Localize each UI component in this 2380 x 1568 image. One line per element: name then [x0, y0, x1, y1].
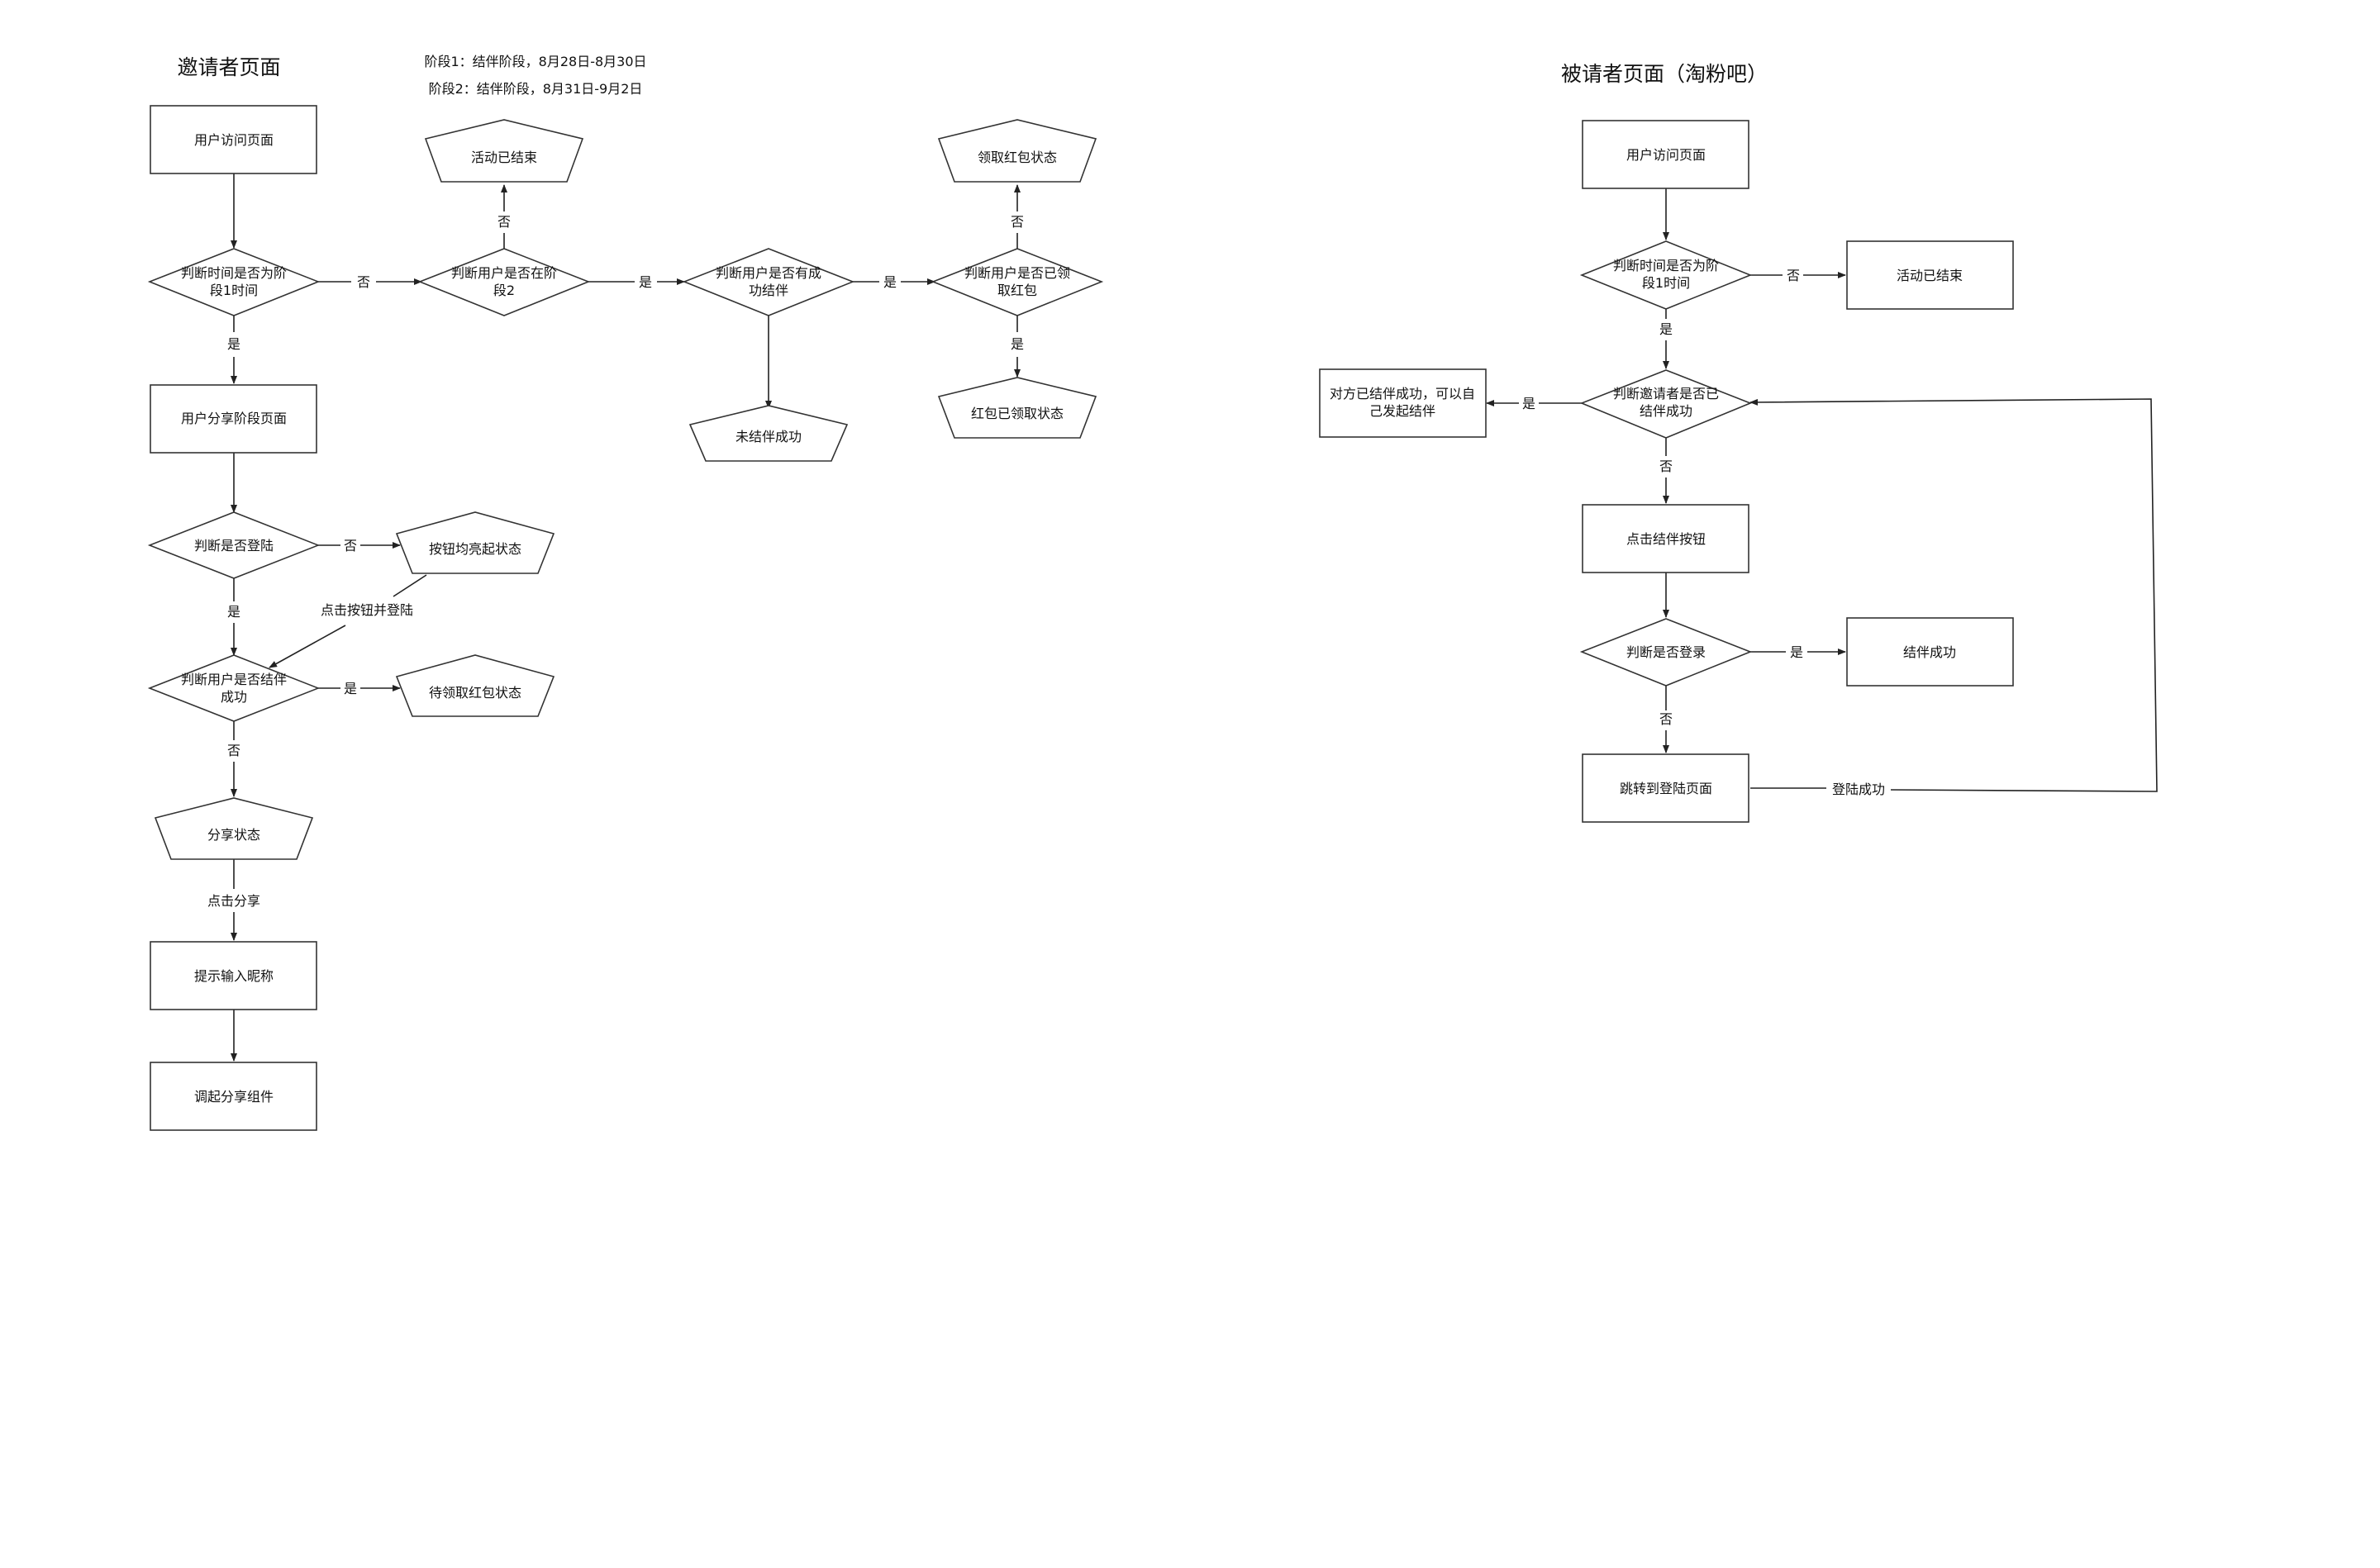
node-r-click-partner-button	[1582, 504, 1749, 573]
node-activity-ended	[424, 119, 584, 183]
node-nickname-prompt	[150, 941, 317, 1010]
node-not-partnered-label: 未结伴成功	[735, 429, 802, 444]
label-partner-yes: 是	[344, 681, 357, 696]
node-check-partner-label: 判断用户是否结伴成功	[181, 672, 287, 705]
invitee-nodes: 用户访问页面 判断时间是否为阶段1时间 判断用户是否在阶段2 活动已结束 判断用…	[147, 105, 1104, 1131]
label-r-inviter-yes: 是	[1522, 396, 1535, 411]
label-click-share: 点击分享	[207, 893, 260, 909]
node-check-claimed	[931, 248, 1104, 316]
node-claim-redpacket-state-label: 领取红包状态	[978, 150, 1057, 165]
node-r-partner-success-label: 结伴成功	[1903, 644, 1956, 660]
node-r-check-login-label: 判断是否登录	[1626, 644, 1706, 660]
node-check-phase1-label: 判断时间是否为阶段1时间	[181, 265, 287, 298]
label-login-no: 否	[344, 538, 357, 554]
node-check-phase1	[147, 248, 321, 316]
node-r-click-partner-button-label: 点击结伴按钮	[1626, 531, 1706, 547]
node-check-claimed-label: 判断用户是否已领取红包	[964, 265, 1070, 298]
node-check-success-label: 判断用户是否有成功结伴	[716, 265, 821, 298]
label-r-phase1-no: 否	[1787, 268, 1800, 283]
node-r-jump-login-page	[1582, 753, 1749, 823]
invitee-edges: 否 是 否 是 是 否 是 否 是 点击按钮并登陆 是	[207, 173, 1024, 1062]
node-redpacket-claimed-state-label: 红包已领取状态	[971, 406, 1064, 421]
node-check-login	[147, 511, 321, 579]
label-r-login-no: 否	[1659, 711, 1673, 727]
label-click-login: 点击按钮并登陆	[321, 602, 413, 618]
node-share-state-label: 分享状态	[207, 827, 260, 843]
phase-1-note: 阶段1：结伴阶段，8月28日-8月30日	[424, 54, 646, 69]
node-not-partnered	[688, 405, 849, 462]
node-r-visit-page	[1582, 120, 1749, 189]
label-r-login-yes: 是	[1790, 644, 1803, 660]
node-r-check-login	[1579, 618, 1753, 687]
node-buttons-lit-state	[395, 511, 555, 574]
node-claim-redpacket-state	[937, 119, 1097, 183]
node-nickname-prompt-label: 提示输入昵称	[194, 968, 274, 984]
label-phase1-yes: 是	[227, 336, 240, 352]
node-r-activity-ended	[1846, 240, 2014, 310]
label-phase1-no: 否	[357, 274, 370, 290]
node-r-activity-ended-label: 活动已结束	[1897, 268, 1963, 283]
label-r-phase1-yes: 是	[1659, 321, 1673, 337]
node-check-phase2	[417, 248, 591, 316]
label-partner-no: 否	[227, 743, 240, 758]
node-check-login-label: 判断是否登陆	[194, 538, 274, 554]
invited-edges: 否 是 是 否 是 否 登陆成功	[1486, 188, 2158, 797]
node-r-check-inviter	[1579, 369, 1753, 439]
label-success-yes: 是	[883, 274, 897, 290]
label-r-inviter-no: 否	[1659, 459, 1673, 474]
node-redpacket-claimed-state	[937, 377, 1097, 439]
node-check-success	[682, 248, 855, 316]
node-visit-page	[150, 105, 317, 174]
node-r-partner-success	[1846, 617, 2014, 687]
label-phase2-yes: 是	[639, 274, 652, 290]
node-share-stage-page-label: 用户分享阶段页面	[181, 411, 287, 426]
invited-page-title: 被请者页面（淘粉吧）	[1561, 62, 1768, 86]
node-r-check-inviter-label: 判断邀请者是否已结伴成功	[1613, 386, 1719, 419]
label-phase2-no: 否	[497, 214, 511, 230]
node-r-check-phase1	[1579, 240, 1753, 310]
node-r-visit-page-label: 用户访问页面	[1626, 147, 1706, 163]
node-r-jump-login-page-label: 跳转到登陆页面	[1620, 781, 1712, 796]
node-share-state	[154, 797, 314, 860]
node-r-check-phase1-label: 判断时间是否为阶段1时间	[1613, 258, 1719, 291]
label-claimed-no: 否	[1011, 214, 1024, 230]
node-share-widget	[150, 1062, 317, 1131]
node-pending-claim-state-label: 待领取红包状态	[429, 685, 521, 701]
node-activity-ended-label: 活动已结束	[471, 150, 537, 165]
label-r-login-success: 登陆成功	[1832, 782, 1885, 797]
node-r-already-partnered-label: 对方已结伴成功，可以自己发起结伴	[1330, 386, 1475, 419]
invitee-page-title: 邀请者页面	[177, 55, 280, 79]
edge-click-login-a	[393, 574, 427, 597]
edge-r-login-success-b	[1749, 398, 2158, 792]
label-claimed-yes: 是	[1011, 336, 1024, 352]
node-r-already-partnered	[1319, 368, 1487, 438]
node-share-widget-label: 调起分享组件	[194, 1089, 274, 1105]
edge-click-login-b	[269, 625, 346, 668]
node-pending-claim-state	[395, 654, 555, 717]
invited-nodes: 用户访问页面 判断时间是否为阶段1时间 活动已结束 判断邀请者是否已结伴成功 对…	[1319, 120, 2014, 823]
node-share-stage-page	[150, 384, 317, 454]
node-visit-page-label: 用户访问页面	[194, 132, 274, 148]
node-buttons-lit-state-label: 按钮均亮起状态	[429, 541, 521, 557]
node-check-partner	[147, 654, 321, 722]
label-login-yes: 是	[227, 604, 240, 620]
node-check-phase2-label: 判断用户是否在阶段2	[451, 265, 557, 298]
phase-2-note: 阶段2：结伴阶段，8月31日-9月2日	[429, 81, 643, 97]
